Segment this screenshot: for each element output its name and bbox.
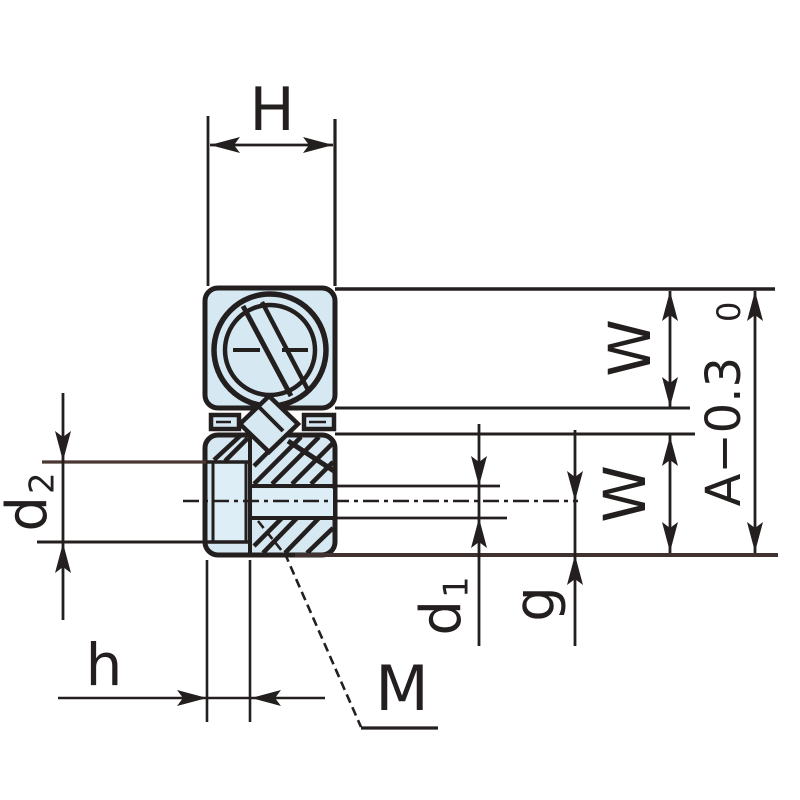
upper-ring-section	[202, 285, 338, 411]
dim-label-M-text: M	[375, 652, 429, 725]
dimension-lines	[58, 143, 757, 700]
dim-label-H: H	[249, 80, 294, 140]
dim-label-g-text: g	[503, 586, 568, 622]
dim-label-d1-sub: 1	[436, 576, 477, 599]
ball-contact-line	[240, 304, 294, 398]
dim-label-d2-sub: 2	[22, 472, 63, 495]
lower-housing-section	[202, 432, 338, 558]
dim-label-h: h	[86, 636, 123, 694]
dim-label-A-upper-tol: 0	[710, 301, 748, 322]
dim-label-g: g	[503, 586, 568, 622]
thread-leader-line	[256, 520, 438, 730]
extension-lines	[37, 116, 778, 722]
dimension-arrowheads	[55, 137, 763, 706]
dim-label-W-lower-text: W	[591, 465, 659, 523]
flange-washers	[208, 412, 337, 432]
dim-label-d1-base: d	[409, 600, 474, 636]
dim-label-A-base: A−0.3	[696, 356, 752, 507]
dim-label-A-upper-tol-stack: 0	[710, 301, 748, 352]
dim-label-W-lower: W	[591, 465, 659, 523]
dim-label-d2-base: d	[0, 496, 60, 532]
roller-diamond	[236, 392, 302, 456]
dim-label-A-tolerance: A−0.3 0	[696, 301, 752, 507]
dim-label-h-text: h	[85, 631, 123, 699]
dim-label-H-text: H	[249, 75, 295, 145]
dim-label-W-upper: W	[596, 319, 664, 377]
dim-label-W-upper-text: W	[596, 319, 664, 377]
dim-label-M: M	[375, 658, 429, 720]
